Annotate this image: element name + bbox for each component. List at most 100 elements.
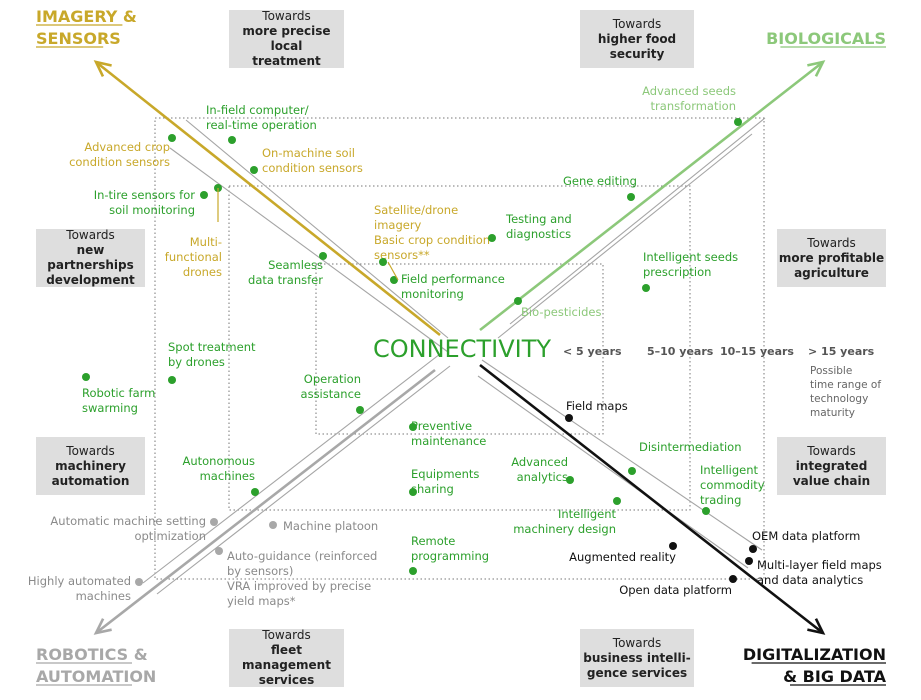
towards-goal: services	[258, 673, 315, 687]
towards-goal: business intelli-	[583, 650, 691, 665]
item-dot-intelmach	[613, 497, 621, 505]
towards-label: Towards	[612, 16, 662, 31]
towards-profitable-box: Towards more profitable agriculture	[777, 229, 886, 287]
towards-goal: treatment	[252, 54, 321, 68]
towards-goal: value chain	[792, 473, 871, 488]
corner-title-robotics: ROBOTICS &AUTOMATION	[36, 645, 156, 686]
item-dot-infield	[228, 136, 236, 144]
item-dot-autosetting	[210, 518, 218, 526]
time-range-lt5: < 5 years	[563, 345, 622, 358]
corner-title-digital: DIGITALIZATION& BIG DATA	[743, 645, 887, 686]
item-dot-adv_seeds	[734, 118, 742, 126]
satellite-connector	[387, 261, 399, 281]
towards-food-security-box: Towards higher food security	[580, 10, 694, 68]
biological-axis-arrowhead	[807, 60, 826, 77]
item-dot-remote	[409, 567, 417, 575]
item-dot-opendata	[729, 575, 737, 583]
towards-label: Towards	[66, 443, 115, 458]
robotics-axis-arrowhead	[93, 618, 112, 635]
item-dot-spot	[168, 376, 176, 384]
towards-goal: higher food	[597, 31, 677, 46]
item-dot-autonomous	[251, 488, 259, 496]
biological-axis	[479, 60, 824, 332]
item-dot-gene	[627, 193, 635, 201]
lane-line-2	[509, 117, 766, 325]
towards-local-treatment-box: Towards more precise local treatment	[229, 9, 344, 68]
corner-title-imagery: IMAGERY &SENSORS	[36, 7, 137, 48]
item-dot-preventive	[409, 423, 417, 431]
towards-fleet-box: Towards fleet management services	[229, 628, 344, 687]
towards-machinery-box: Towards machinery automation	[36, 437, 145, 495]
lane-line-1	[169, 147, 449, 353]
robotics-axis	[95, 368, 436, 635]
towards-value-chain-box: Towards integrated value chain	[777, 437, 886, 495]
imagery-axis-arrowhead	[93, 60, 112, 77]
digital-axis-arrowhead	[807, 618, 826, 635]
item-dot-opassist	[356, 406, 364, 414]
item-dot-fieldperf	[390, 276, 398, 284]
item-label-opendata: Open data platform	[619, 583, 732, 597]
towards-label: Towards	[807, 235, 856, 250]
towards-label: Towards	[66, 228, 115, 242]
lane-line-5	[156, 365, 451, 595]
item-dot-disinter	[628, 467, 636, 475]
item-dot-adv_crop	[168, 134, 176, 142]
time-range-5-10: 5–10 years	[647, 345, 714, 358]
item-label-fieldmaps: Field maps	[566, 399, 628, 413]
towards-goal: more profitable	[778, 250, 885, 265]
lane-line-3	[497, 133, 753, 339]
corner-title-biologicals: BIOLOGICALS	[766, 29, 886, 48]
maturity-ring-0	[154, 117, 765, 580]
time-range-10-15: 10–15 years	[720, 345, 794, 358]
towards-label: Towards	[262, 9, 311, 23]
maturity-ring-2	[315, 263, 604, 435]
item-dot-robotic	[82, 373, 90, 381]
towards-label: Towards	[612, 635, 662, 650]
item-dot-autoguid	[215, 547, 223, 555]
towards-goal: gence services	[586, 665, 688, 680]
towards-goal: new partnerships	[47, 243, 134, 272]
item-dot-equip	[409, 488, 417, 496]
item-label-oem: OEM data platform	[752, 529, 860, 543]
item-label-disinter: Disintermediation	[639, 440, 741, 454]
towards-goal: fleet management	[242, 643, 331, 672]
towards-goal: more precise local	[242, 24, 331, 53]
item-dot-advanalytics	[566, 476, 574, 484]
item-dot-intire	[200, 191, 208, 199]
item-dot-onmachine	[250, 166, 258, 174]
lane-line-4	[142, 353, 441, 584]
item-dot-multilayer	[745, 557, 753, 565]
item-label-infield: In-field computer/real-time operation	[206, 103, 317, 132]
towards-goal: development	[46, 273, 135, 287]
item-dot-intel_seeds	[642, 284, 650, 292]
item-label-augmented: Augmented reality	[569, 550, 676, 564]
item-dot-highauto	[135, 578, 143, 586]
towards-label: Towards	[807, 443, 856, 458]
digital-axis	[479, 363, 824, 635]
towards-partnerships-box: Towards new partnerships development	[36, 228, 145, 287]
lane-line-6	[481, 359, 763, 551]
imagery-axis	[95, 60, 441, 337]
towards-goal: security	[609, 46, 665, 61]
item-dot-biopest	[514, 297, 522, 305]
